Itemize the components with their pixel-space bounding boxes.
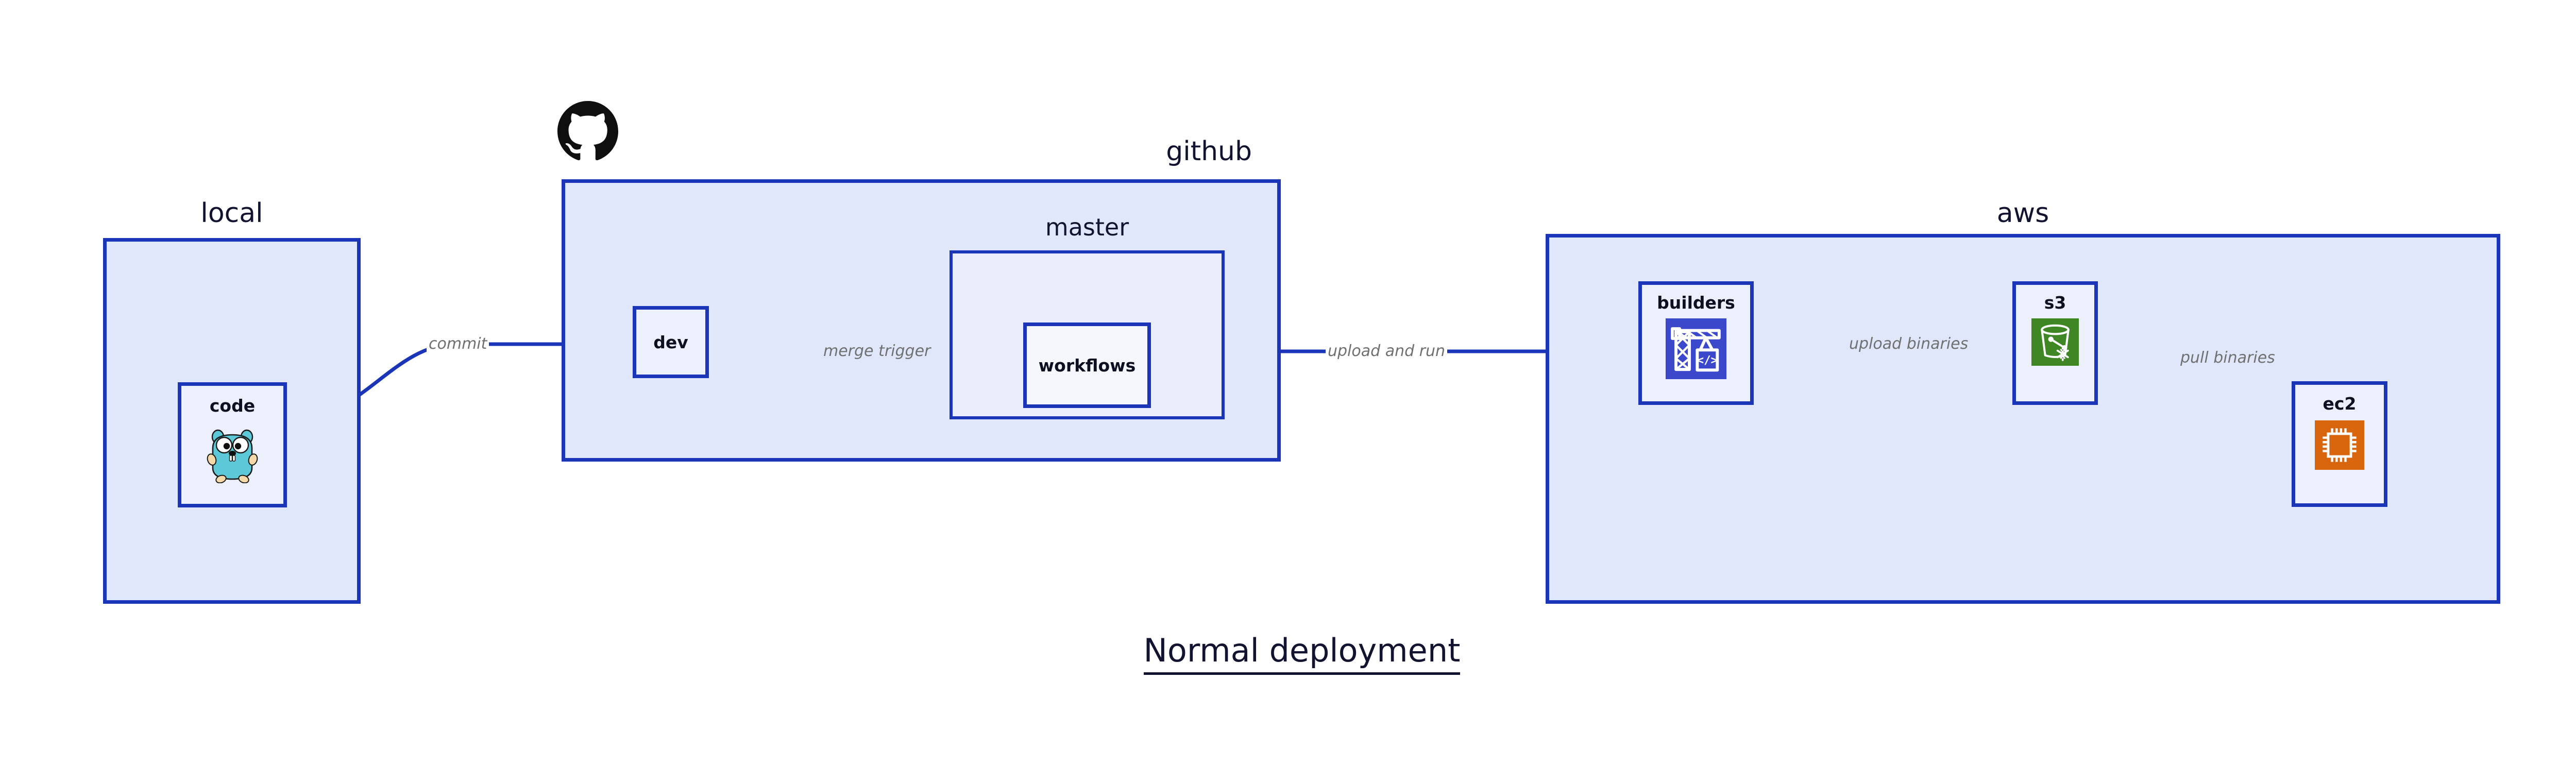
node-dev[interactable]: dev: [633, 306, 709, 378]
node-label-ec2: ec2: [2323, 394, 2357, 414]
github-octocat-icon: [557, 101, 618, 162]
node-code[interactable]: code: [178, 382, 287, 507]
zone-label-local: local: [200, 198, 263, 229]
zone-label-master: master: [1045, 213, 1129, 241]
edge-label-merge-trigger: merge trigger: [821, 344, 933, 359]
page-title-text: Normal deployment: [1143, 632, 1461, 675]
node-builders[interactable]: builders </>: [1638, 281, 1754, 405]
edge-label-upload-binaries: upload binaries: [1847, 336, 1971, 352]
node-workflows[interactable]: workflows: [1023, 322, 1151, 408]
svg-text:</>: </>: [1697, 354, 1718, 367]
node-ec2[interactable]: ec2: [2292, 381, 2387, 507]
node-label-dev: dev: [653, 332, 688, 352]
node-label-workflows: workflows: [1038, 355, 1136, 376]
page-title: Normal deployment: [0, 632, 2576, 675]
edge-label-pull-binaries: pull binaries: [2178, 350, 2277, 366]
edge-label-upload-and-run: upload and run: [1326, 344, 1448, 359]
node-label-s3: s3: [2044, 293, 2066, 313]
zone-label-github: github: [1166, 136, 1252, 167]
node-s3[interactable]: s3: [2012, 281, 2098, 405]
node-label-code: code: [209, 396, 256, 416]
node-label-builders: builders: [1657, 293, 1735, 313]
zone-label-aws: aws: [1996, 198, 2049, 229]
edge-label-commit: commit: [427, 336, 489, 352]
aws-ec2-chip-icon: [2315, 420, 2364, 472]
go-gopher-icon: [206, 423, 259, 485]
aws-s3-bucket-icon: [2031, 318, 2079, 368]
aws-codebuild-icon: </>: [1666, 318, 1726, 381]
